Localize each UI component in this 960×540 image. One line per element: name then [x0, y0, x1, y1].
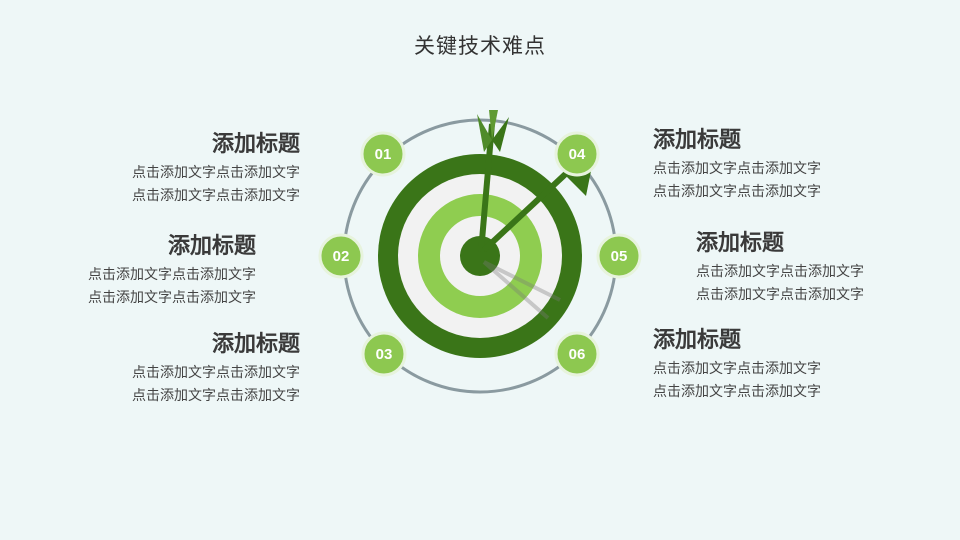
- block-heading: 添加标题: [653, 128, 742, 153]
- text-block-05: 添加标题 点击添加文字点击添加文字 点击添加文字点击添加文字: [696, 231, 956, 307]
- block-text-line: 点击添加文字点击添加文字: [132, 188, 300, 204]
- badge-06: 06: [554, 331, 600, 377]
- text-block-06: 添加标题 点击添加文字点击添加文字 点击添加文字点击添加文字: [653, 328, 913, 404]
- block-text-line: 点击添加文字点击添加文字: [88, 290, 256, 306]
- badge-04: 04: [554, 131, 600, 177]
- block-text-line: 点击添加文字点击添加文字: [132, 388, 300, 404]
- badge-05: 05: [596, 233, 642, 279]
- badge-number: 04: [569, 146, 586, 163]
- badge-03: 03: [361, 331, 407, 377]
- block-text-line: 点击添加文字点击添加文字: [88, 267, 256, 283]
- target-diagram: 01 02 03 04 05 06: [318, 110, 642, 394]
- badge-number: 02: [333, 248, 350, 265]
- block-text-line: 点击添加文字点击添加文字: [696, 287, 864, 303]
- block-heading: 添加标题: [696, 231, 785, 256]
- text-block-04: 添加标题 点击添加文字点击添加文字 点击添加文字点击添加文字: [653, 128, 913, 204]
- arrow-shadow: [482, 260, 561, 320]
- badge-number: 05: [611, 248, 628, 265]
- block-text-line: 点击添加文字点击添加文字: [696, 264, 864, 280]
- badge-number: 01: [375, 146, 392, 163]
- block-heading: 添加标题: [211, 132, 300, 157]
- block-text-line: 点击添加文字点击添加文字: [653, 384, 821, 400]
- badge-01: 01: [360, 131, 406, 177]
- badge-02: 02: [318, 233, 364, 279]
- text-block-03: 添加标题 点击添加文字点击添加文字 点击添加文字点击添加文字: [40, 332, 300, 408]
- block-text-line: 点击添加文字点击添加文字: [132, 365, 300, 381]
- page-title: 关键技术难点: [414, 34, 546, 58]
- badge-number: 03: [376, 346, 393, 363]
- block-heading: 添加标题: [167, 234, 256, 259]
- block-text-line: 点击添加文字点击添加文字: [132, 165, 300, 181]
- text-block-02: 添加标题 点击添加文字点击添加文字 点击添加文字点击添加文字: [0, 234, 256, 310]
- block-text-line: 点击添加文字点击添加文字: [653, 184, 821, 200]
- text-block-01: 添加标题 点击添加文字点击添加文字 点击添加文字点击添加文字: [40, 132, 300, 208]
- block-heading: 添加标题: [653, 328, 742, 353]
- badge-number: 06: [569, 346, 586, 363]
- block-text-line: 点击添加文字点击添加文字: [653, 161, 821, 177]
- block-text-line: 点击添加文字点击添加文字: [653, 361, 821, 377]
- arrow-icon: [477, 110, 509, 253]
- block-heading: 添加标题: [211, 332, 300, 357]
